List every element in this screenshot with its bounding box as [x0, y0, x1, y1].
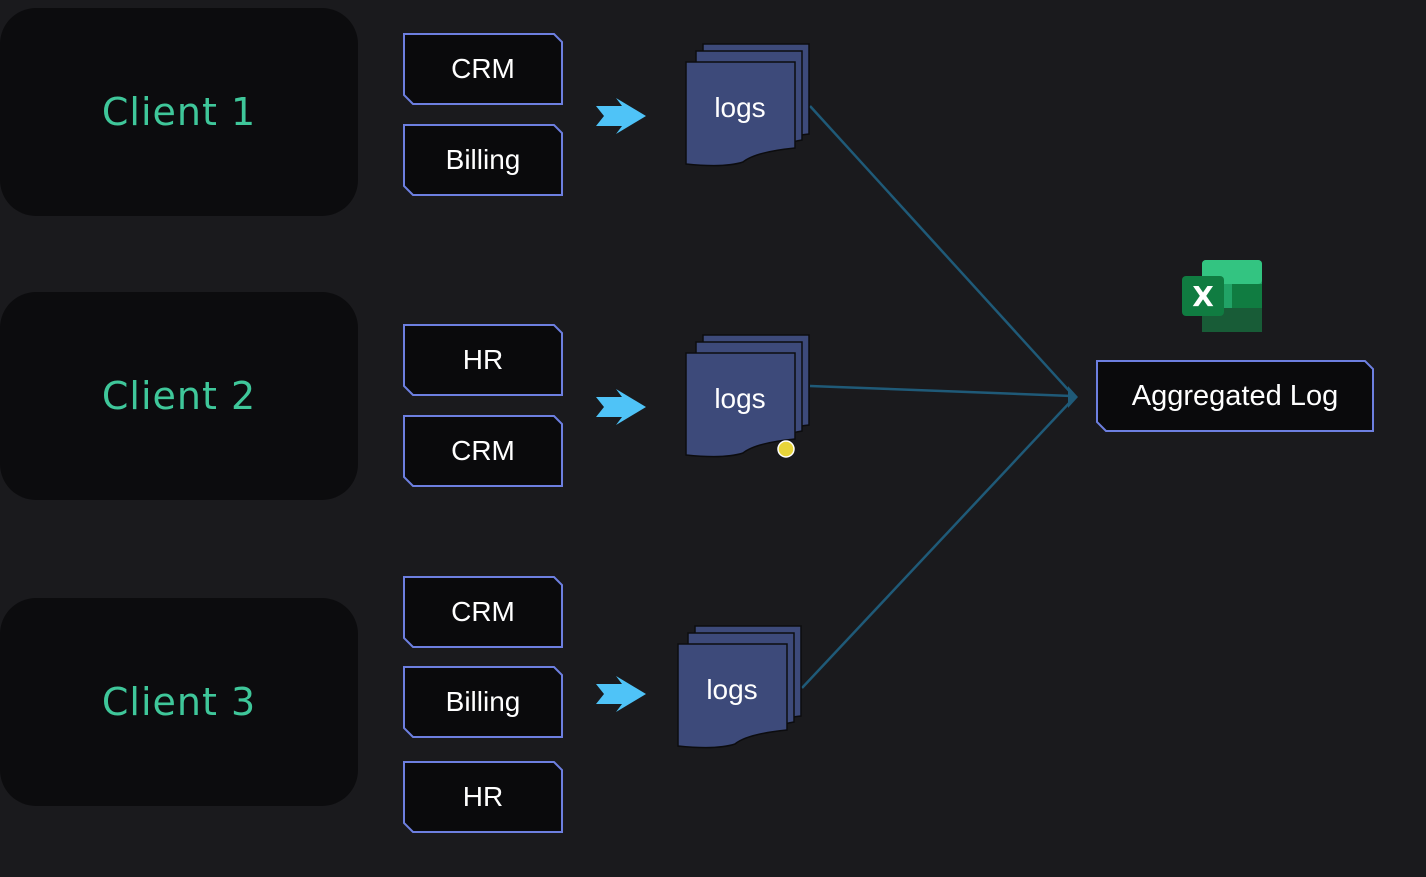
client-3-service-hr: HR	[403, 761, 563, 833]
arrow-right-icon	[596, 98, 646, 134]
connector-junction	[1068, 386, 1078, 408]
client-1-service-crm: CRM	[403, 33, 563, 105]
client-3-label: Client 3	[101, 680, 257, 724]
excel-icon: X	[1182, 260, 1262, 332]
client-3-service-crm: CRM	[403, 576, 563, 648]
logs-document-stack-icon	[685, 334, 810, 458]
client-3-panel: Client 3	[0, 598, 358, 806]
client-3-logs-stack: logs	[677, 624, 807, 754]
connector-line-1	[809, 105, 1073, 395]
aggregated-log-box: Aggregated Log	[1096, 360, 1374, 432]
connector-line-2	[809, 384, 1073, 398]
connector-line-3	[801, 399, 1073, 689]
client-1-logs-label: logs	[714, 92, 766, 123]
client-2-service-hr: HR	[403, 324, 563, 396]
client-1-label: Client 1	[101, 90, 257, 134]
client-2-label: Client 2	[101, 374, 257, 418]
excel-icon-letter: X	[1192, 280, 1214, 313]
arrow-right-icon	[596, 676, 646, 712]
client-1-service-billing: Billing	[403, 124, 563, 196]
client-2-logs-label: logs	[714, 383, 766, 414]
logs-document-stack-icon	[677, 625, 802, 749]
client-1-panel: Client 1	[0, 8, 358, 216]
client-2-panel: Client 2	[0, 292, 358, 500]
arrow-right-icon	[596, 389, 646, 425]
client-3-service-billing: Billing	[403, 666, 563, 738]
client-1-logs-stack: logs	[685, 42, 815, 172]
client-3-logs-label: logs	[706, 674, 758, 705]
client-2-logs-stack: logs	[685, 333, 815, 463]
aggregated-log-label: Aggregated Log	[1131, 379, 1339, 412]
cursor-highlight-dot	[777, 440, 795, 458]
logs-document-stack-icon	[685, 43, 810, 167]
client-2-service-crm: CRM	[403, 415, 563, 487]
